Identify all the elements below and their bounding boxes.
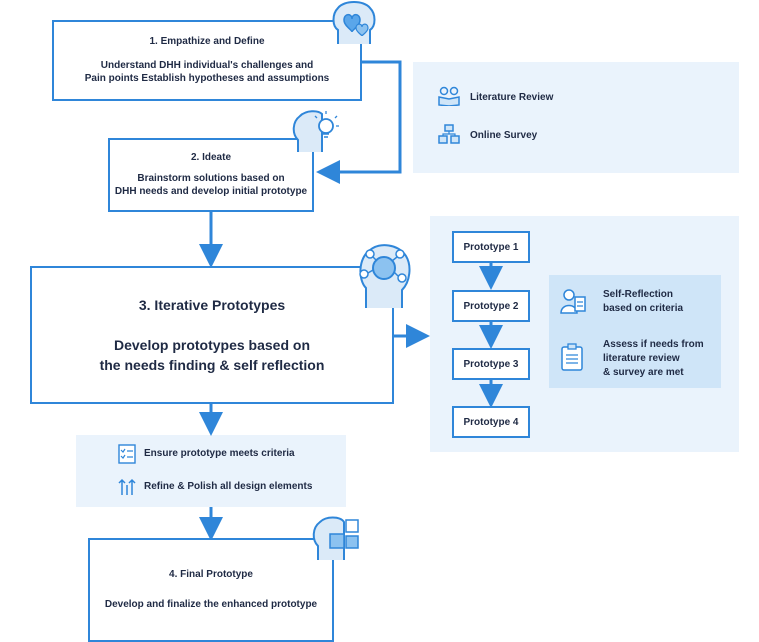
assess-line1: Assess if needs from [603, 339, 704, 350]
idea-head-icon [292, 110, 339, 152]
checklist-icon [118, 444, 136, 464]
prototype-2-box: Prototype 2 [452, 290, 530, 322]
book-icon [438, 86, 460, 106]
self-reflection-icon [560, 289, 586, 314]
refine-arrows-icon [118, 478, 136, 495]
self-reflection-line1: Self-Reflection [603, 289, 674, 300]
step3-line1: Develop prototypes based on [113, 337, 311, 353]
clipboard-icon [561, 343, 583, 371]
prototype-3-box: Prototype 3 [452, 348, 530, 380]
self-reflection-label: Self-Reflection based on criteria [603, 288, 683, 316]
assess-needs-label: Assess if needs from literature review &… [603, 338, 704, 380]
step2-box: 2. Ideate Brainstorm solutions based on … [108, 138, 314, 212]
step3-title: 3. Iterative Prototypes [138, 297, 286, 313]
step1-line2: Pain points Establish hypotheses and ass… [84, 73, 330, 84]
step1-title: 1. Empathize and Define [149, 36, 265, 47]
step2-title: 2. Ideate [190, 152, 232, 163]
prototype-1-box: Prototype 1 [452, 231, 530, 263]
brain-head-icon [359, 244, 411, 308]
refine-polish-label: Refine & Polish all design elements [144, 481, 313, 492]
empathy-head-icon [332, 1, 376, 44]
step1-box: 1. Empathize and Define Understand DHH i… [52, 20, 362, 101]
step4-title: 4. Final Prototype [169, 569, 253, 580]
step3-box: 3. Iterative Prototypes Develop prototyp… [30, 266, 394, 404]
step4-box: 4. Final Prototype Develop and finalize … [88, 538, 334, 642]
assess-line2: literature review [603, 353, 680, 364]
step2-line1: Brainstorm solutions based on [137, 173, 285, 184]
puzzle-head-icon [312, 516, 359, 560]
self-reflection-line2: based on criteria [603, 303, 684, 314]
step4-line1: Develop and finalize the enhanced protot… [104, 599, 318, 610]
ensure-criteria-label: Ensure prototype meets criteria [144, 448, 295, 459]
research-panel [413, 62, 739, 173]
step3-line2: the needs finding & self reflection [99, 357, 325, 373]
online-survey-label: Online Survey [470, 130, 538, 141]
assess-line3: & survey are met [603, 367, 684, 378]
step2-line2: DHH needs and develop initial prototype [114, 186, 308, 197]
literature-review-label: Literature Review [470, 92, 554, 103]
prototype-4-box: Prototype 4 [452, 406, 530, 438]
survey-icon [438, 124, 460, 144]
step1-line1: Understand DHH individual's challenges a… [100, 60, 314, 71]
